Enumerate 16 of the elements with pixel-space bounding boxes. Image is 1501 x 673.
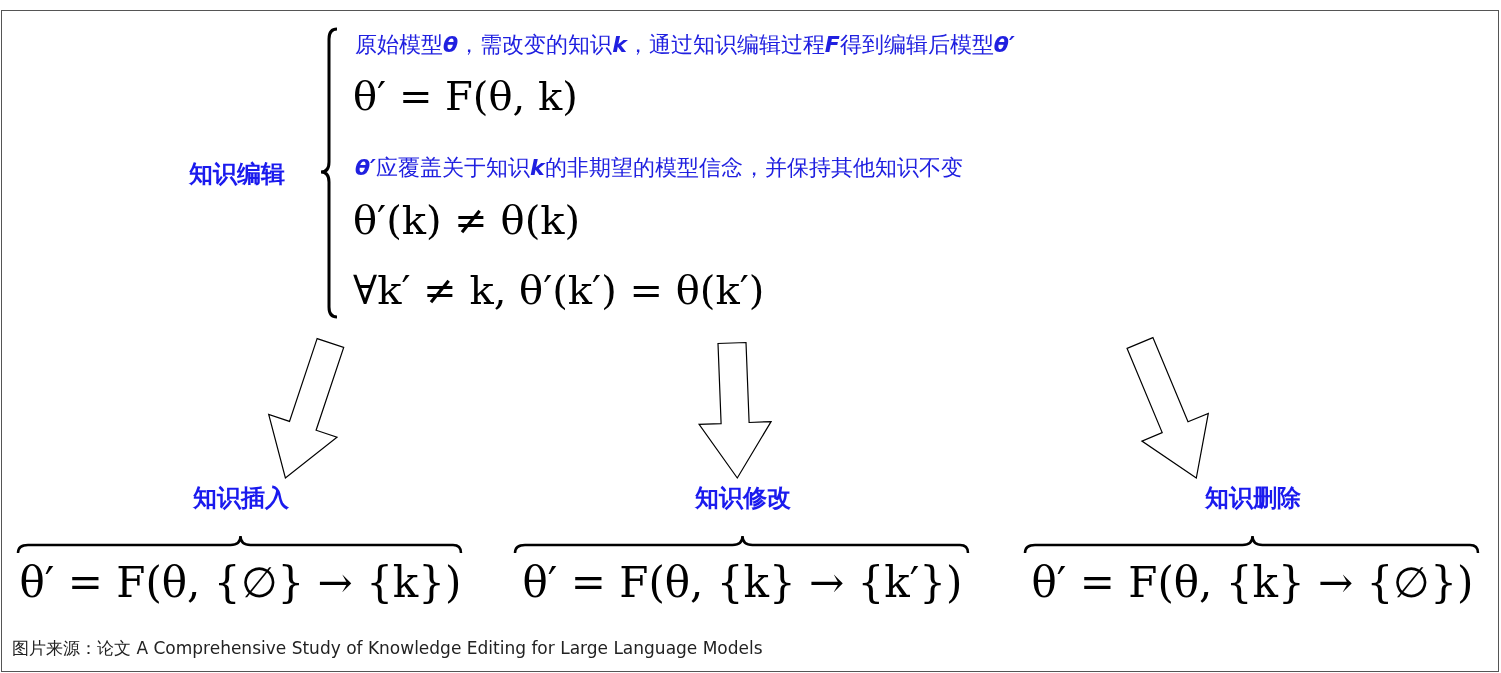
formula: θ′ = F(θ, {k} → {∅})	[1030, 558, 1475, 607]
block-arrow	[1126, 336, 1210, 479]
heading: 知识修改	[693, 483, 792, 514]
description-text: θ′应覆盖关于知识k的非期望的模型信念，并保持其他知识不变	[355, 154, 963, 182]
formula: ∀k′ ≠ k, θ′(k′) = θ(k′)	[353, 267, 765, 313]
formula: θ′(k) ≠ θ(k)	[353, 197, 581, 243]
formula: θ′ = F(θ, {k} → {k′})	[521, 558, 964, 607]
caption: 图片来源：论文 A Comprehensive Study of Knowledge Editing for Large Language Models	[12, 637, 763, 660]
block-arrow	[697, 341, 773, 480]
formula: θ′ = F(θ, k)	[353, 73, 578, 119]
description-text: 原始模型θ，需改变的知识k，通过知识编辑过程F得到编辑后模型θ′	[355, 31, 1015, 59]
block-arrow	[267, 337, 345, 480]
heading: 知识编辑	[189, 159, 285, 190]
formula: θ′ = F(θ, {∅} → {k})	[18, 558, 463, 607]
heading: 知识插入	[191, 483, 290, 514]
heading: 知识删除	[1203, 483, 1302, 514]
